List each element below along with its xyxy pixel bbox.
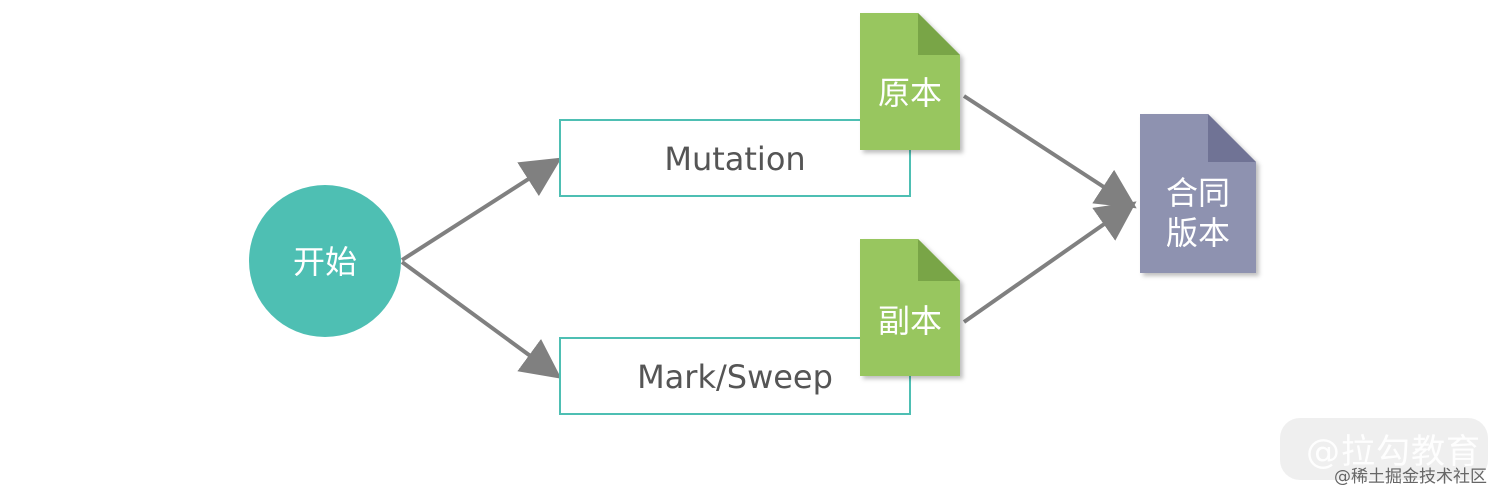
doc-merged-label-line1: 合同	[1166, 174, 1230, 212]
doc-merged: 合同 版本	[1140, 114, 1256, 273]
process-mutation: Mutation	[559, 119, 911, 197]
arrow-start-to-mutation	[400, 157, 562, 262]
doc-copy: 副本	[860, 239, 960, 376]
arrow-start-to-marksweep	[400, 260, 562, 379]
process-marksweep: Mark/Sweep	[559, 337, 911, 415]
doc-original-label: 原本	[878, 74, 942, 112]
start-label: 开始	[293, 243, 357, 281]
watermark-sub-text: @稀土掘金技术社区	[1334, 467, 1487, 487]
arrow-copy-to-merged	[962, 201, 1137, 324]
arrow-original-to-merged	[962, 94, 1137, 209]
doc-original: 原本	[860, 13, 960, 150]
process-marksweep-label: Mark/Sweep	[637, 358, 833, 396]
process-mutation-label: Mutation	[664, 140, 805, 178]
start-node: 开始	[249, 185, 401, 337]
doc-copy-label: 副本	[878, 302, 942, 340]
watermark-main-text: @拉勾教育	[1306, 432, 1481, 472]
watermark-badge	[1280, 418, 1488, 480]
doc-merged-label-line2: 版本	[1166, 214, 1230, 252]
